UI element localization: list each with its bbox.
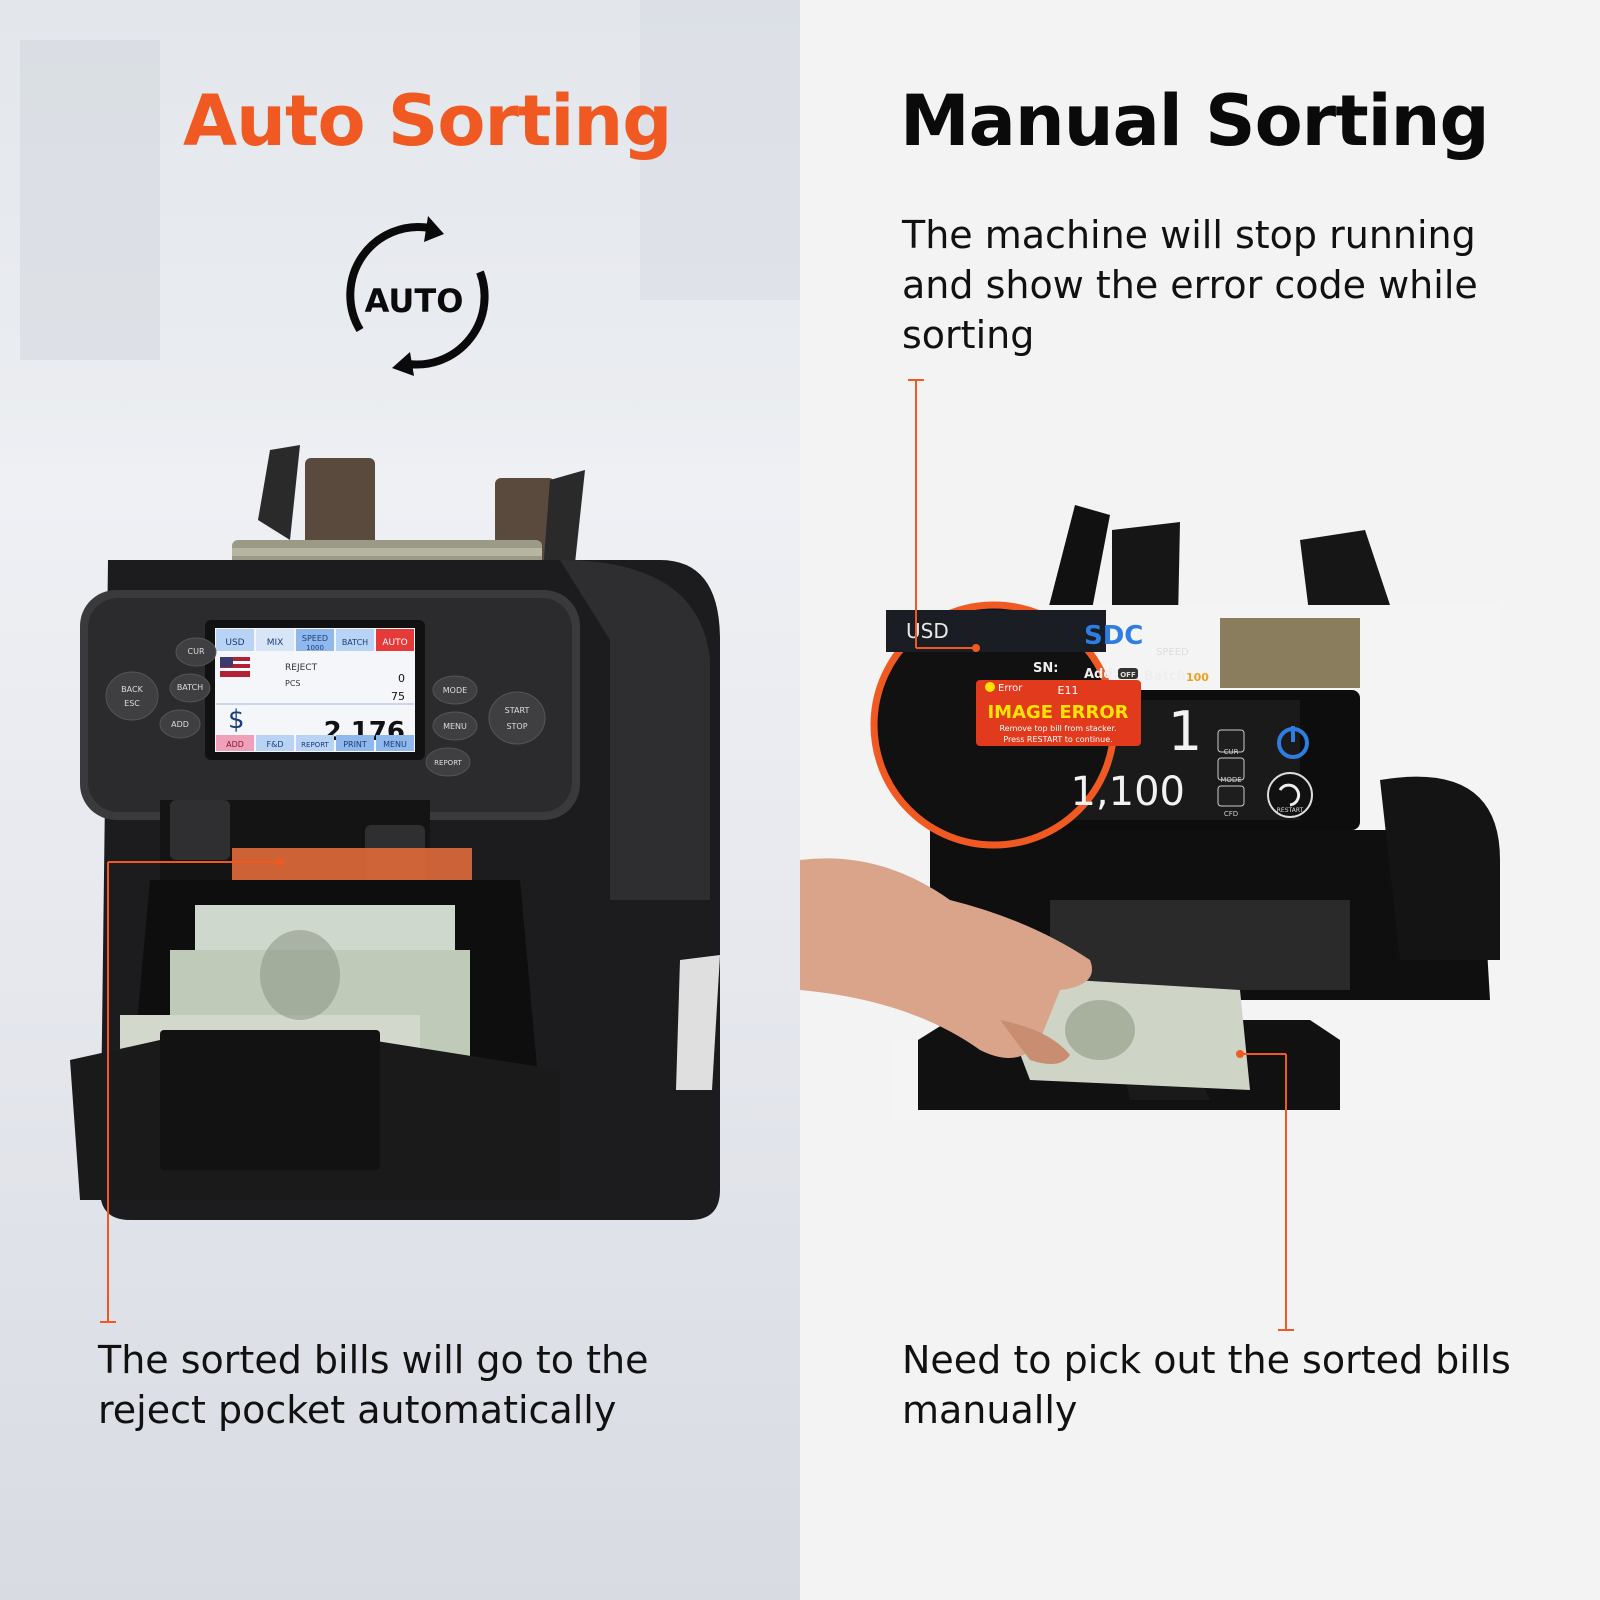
power-icon[interactable] — [1277, 726, 1309, 759]
screen-tab-batch: BATCH — [342, 638, 368, 647]
auto-sorting-panel: AUTO — [0, 0, 800, 1600]
auto-sorting-title: Auto Sorting — [183, 80, 672, 162]
error-screen-magnifier: USD SDC SPEED SN: Add: OFF Batch: 100 Er… — [870, 601, 1209, 849]
screen-tab-auto: AUTO — [382, 638, 407, 648]
error-screen-sn-label: SN: — [1033, 661, 1058, 676]
auto-badge-label: AUTO — [365, 282, 464, 320]
error-label: Error — [998, 683, 1023, 694]
stop-button-label: STOP — [506, 722, 527, 731]
screen-reject-label: REJECT — [285, 663, 318, 673]
manual-panel-graphics: CUR MODE CFD RESTART — [800, 379, 1500, 1331]
restart-button-label: RESTART — [1277, 807, 1304, 814]
restart-button[interactable]: RESTART — [1267, 772, 1313, 818]
auto-sorting-machine-illustration: USD MIX SPEED 1000 BATCH AUTO REJECT 0 P… — [70, 445, 720, 1220]
manual-sorting-panel: CUR MODE CFD RESTART — [800, 0, 1600, 1600]
screen-pcs-value: 75 — [391, 690, 405, 703]
reject-pocket-callout — [100, 858, 284, 1323]
cur-button[interactable] — [175, 637, 217, 667]
error-code: E11 — [1058, 684, 1079, 697]
add-button[interactable] — [159, 709, 201, 739]
manual-sorting-top-description: The machine will stop running and show t… — [902, 213, 1478, 357]
screen-tab-mix: MIX — [267, 638, 284, 648]
error-screen-batch-value: 100 — [1186, 671, 1209, 684]
manual-sorting-bottom-description: Need to pick out the sorted bills manual… — [902, 1338, 1511, 1432]
screen-tab-fd: F&D — [267, 740, 284, 749]
screen-tab-add: ADD — [226, 740, 244, 749]
start-stop-button[interactable] — [488, 691, 546, 745]
screen-tab-print: PRINT — [343, 740, 367, 749]
error-screen-add-value: OFF — [1120, 671, 1136, 679]
error-line-1: Remove top bill from stacker. — [999, 724, 1116, 733]
error-line-2: Press RESTART to continue. — [1003, 735, 1112, 744]
batch-button-label: BATCH — [177, 683, 203, 692]
report-button[interactable] — [425, 747, 471, 777]
sorted-bills-callout — [1236, 1050, 1294, 1331]
back-button-label: BACK — [121, 685, 143, 694]
error-screen-speed-label: SPEED — [1156, 647, 1189, 658]
error-screen-add-label: Add: — [1084, 667, 1118, 682]
screen-tab-menu: MENU — [383, 740, 407, 749]
screen-speed-value: 1000 — [306, 644, 324, 652]
cur-button-label-right: CUR — [1224, 748, 1239, 756]
auto-panel-graphics: AUTO — [20, 0, 800, 1323]
screen-tab-usd: USD — [225, 638, 244, 648]
mode-button-label: MODE — [443, 686, 467, 695]
screen-pcs-label: PCS — [285, 679, 301, 688]
add-button-label: ADD — [171, 720, 189, 729]
menu-button[interactable] — [432, 711, 478, 741]
screen-reject-value: 0 — [398, 672, 405, 685]
start-button-label: START — [505, 706, 530, 715]
error-screen-count: 1 — [1168, 700, 1202, 763]
auto-sorting-description: The sorted bills will go to the reject p… — [98, 1338, 649, 1432]
error-screen-batch-label: Batch: — [1144, 669, 1191, 684]
back-esc-button[interactable] — [105, 671, 159, 721]
error-screen-currency: USD — [906, 619, 949, 643]
cfd-button-label-right: CFD — [1224, 810, 1238, 818]
batch-button[interactable] — [169, 673, 211, 703]
screen-currency-symbol: $ — [228, 705, 245, 735]
manual-sorting-title: Manual Sorting — [900, 80, 1490, 162]
esc-button-label: ESC — [124, 699, 140, 708]
auto-cycle-icon: AUTO — [346, 216, 489, 376]
mode-button[interactable] — [432, 675, 478, 705]
cur-button-label: CUR — [188, 647, 205, 656]
error-title: IMAGE ERROR — [987, 702, 1128, 723]
error-screen-mode: SDC — [1084, 621, 1143, 651]
report-button-label: REPORT — [434, 759, 462, 767]
mode-button-label-right: MODE — [1220, 776, 1241, 784]
error-screen-total: 1,100 — [1070, 769, 1185, 815]
error-screen-callout — [908, 379, 980, 652]
screen-tab-report: REPORT — [301, 741, 329, 749]
menu-button-label: MENU — [443, 722, 467, 731]
screen-tab-speed: SPEED — [302, 634, 328, 643]
